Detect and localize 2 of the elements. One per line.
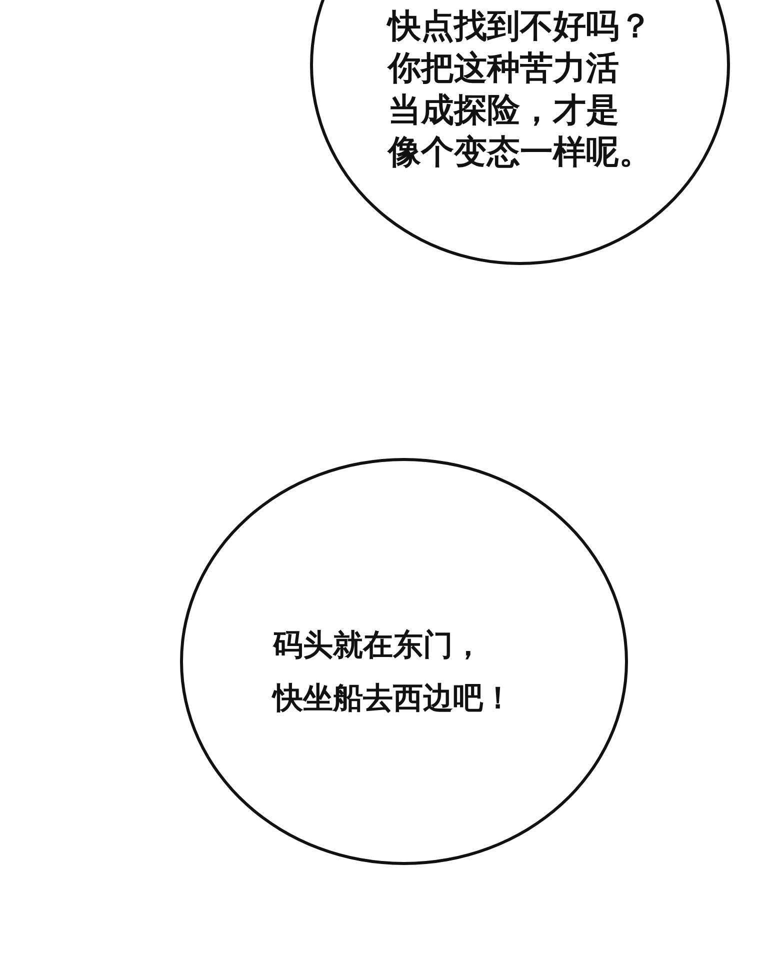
- speech-text: 快点找到不好吗？你把这种苦力活当成探险，才是像个变态一样呢。: [388, 5, 652, 173]
- speech-text: 码头就在东门，快坐船去西边吧！: [273, 627, 513, 718]
